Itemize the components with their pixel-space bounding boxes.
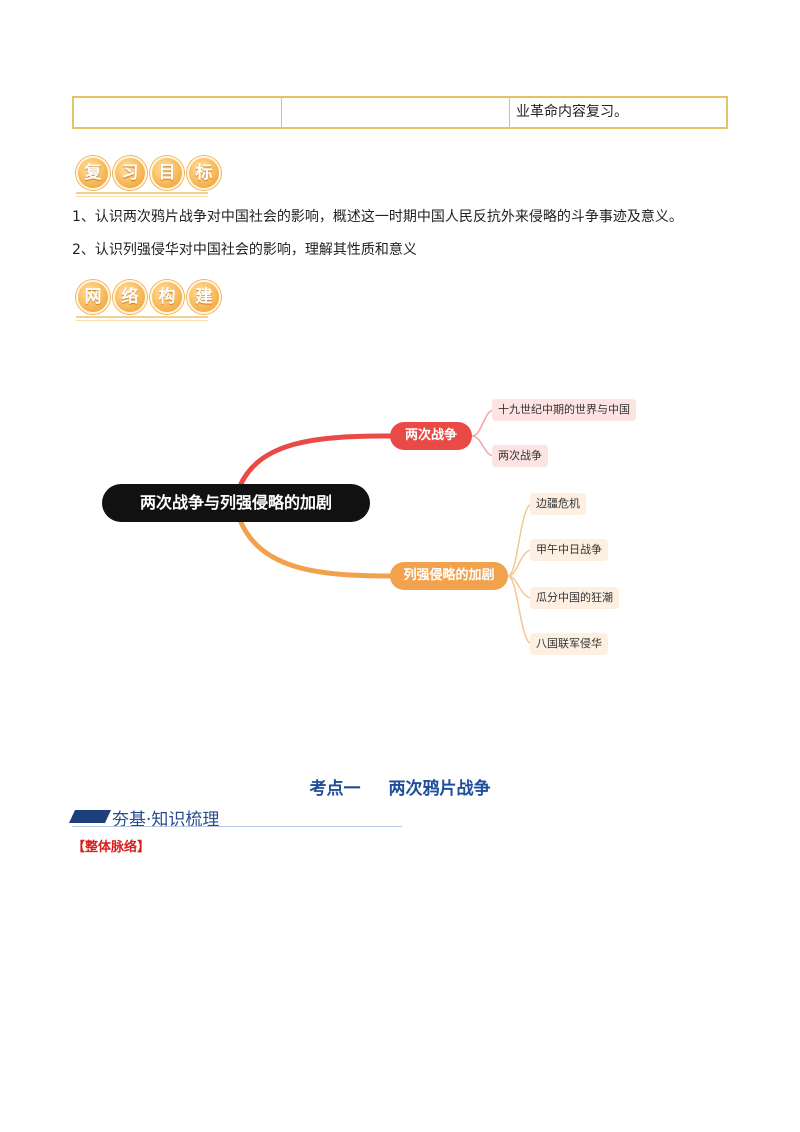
banner-char: 络 (113, 280, 147, 314)
objective-1: 1、认识两次鸦片战争对中国社会的影响，概述这一时期中国人民反抗外来侵略的斗争事迹… (72, 209, 683, 225)
banner-char: 建 (187, 280, 221, 314)
table-cell (74, 98, 282, 127)
knowledge-subhead: 夯基·知识梳理 (68, 805, 402, 830)
mind-map-leaf: 边疆危机 (530, 493, 586, 515)
kaodian-label: 考点一 (309, 779, 361, 799)
banner-underline (76, 320, 208, 321)
banner-char: 目 (150, 156, 184, 190)
banner-char: 习 (113, 156, 147, 190)
connector-leaf (471, 409, 495, 437)
mind-map: 两次战争与列强侵略的加剧 两次战争 列强侵略的加剧 十九世纪中期的世界与中国 两… (90, 380, 650, 670)
connector-leaf (507, 575, 533, 645)
network-banner: 网 络 构 建 (76, 280, 221, 321)
mind-map-leaf: 甲午中日战争 (530, 539, 608, 561)
mind-map-connectors (237, 409, 533, 645)
banner-underline (76, 316, 208, 318)
review-goals-banner: 复 习 目 标 (76, 156, 221, 197)
banner-char: 网 (76, 280, 110, 314)
connector-orange (237, 517, 393, 579)
kaodian-title: 两次鸦片战争 (388, 779, 491, 799)
banner-char: 构 (150, 280, 184, 314)
connector-leaf (507, 503, 533, 577)
kaodian-heading: 考点一 两次鸦片战争 (0, 774, 800, 799)
connector-leaf (507, 549, 533, 577)
connector-red (237, 433, 393, 489)
banner-underline (76, 196, 208, 197)
subhead-underline (72, 826, 402, 827)
mind-map-root: 两次战争与列强侵略的加剧 (102, 484, 370, 522)
overall-context-heading: 【整体脉络】 (72, 840, 151, 855)
objective-2: 2、认识列强侵华对中国社会的影响，理解其性质和意义 (72, 242, 417, 258)
banner-char: 复 (76, 156, 110, 190)
subhead-bar (68, 810, 112, 823)
banner-char: 标 (187, 156, 221, 190)
mind-map-leaf: 瓜分中国的狂潮 (530, 587, 619, 609)
subhead-text: 夯基·知识梳理 (112, 810, 220, 830)
connector-leaf (471, 435, 495, 457)
mind-map-branch: 两次战争 (390, 422, 472, 450)
table-cell (282, 98, 510, 127)
mind-map-leaf: 十九世纪中期的世界与中国 (492, 399, 636, 421)
mind-map-leaf: 八国联军侵华 (530, 633, 608, 655)
banner-underline (76, 192, 208, 194)
top-table: 业革命内容复习。 (72, 96, 728, 129)
mind-map-leaf: 两次战争 (492, 445, 548, 467)
mind-map-branch: 列强侵略的加剧 (390, 562, 508, 590)
table-cell: 业革命内容复习。 (516, 104, 628, 120)
